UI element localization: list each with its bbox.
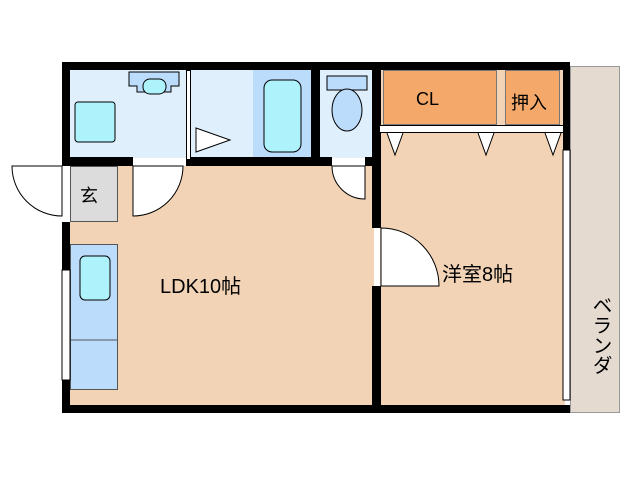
toilet-door [331, 165, 366, 200]
wall [62, 157, 133, 166]
genkan [70, 166, 118, 222]
wall [380, 125, 563, 133]
wall [62, 62, 70, 166]
stove-icon [79, 255, 111, 301]
closet-doors [386, 132, 562, 157]
entrance-door [11, 165, 63, 217]
toilet-icon [331, 88, 363, 132]
door-swing [195, 127, 232, 153]
wall [372, 62, 381, 228]
wall [186, 70, 191, 160]
toilet-tank-icon [326, 75, 368, 91]
wall [372, 286, 381, 413]
bathtub-icon [263, 79, 302, 153]
ldk-floor [70, 166, 374, 406]
western-room-label: 洋室8帖 [442, 264, 514, 286]
oshiire [505, 70, 560, 125]
wall [62, 405, 570, 413]
balcony-label: ベランダ [589, 295, 611, 375]
closet-label: CL [416, 89, 440, 109]
wall [62, 380, 70, 413]
sink-icon [74, 101, 116, 143]
closet [383, 70, 497, 125]
western-door [380, 227, 440, 287]
wall [311, 62, 320, 162]
oshiire-label: 押入 [511, 93, 547, 113]
wall [62, 222, 70, 270]
genkan-label: 玄 [80, 186, 98, 206]
balcony [570, 66, 620, 413]
wall [563, 62, 570, 150]
ldk-door [132, 165, 184, 217]
wall [186, 157, 332, 166]
ldk-label: LDK10帖 [160, 276, 242, 298]
